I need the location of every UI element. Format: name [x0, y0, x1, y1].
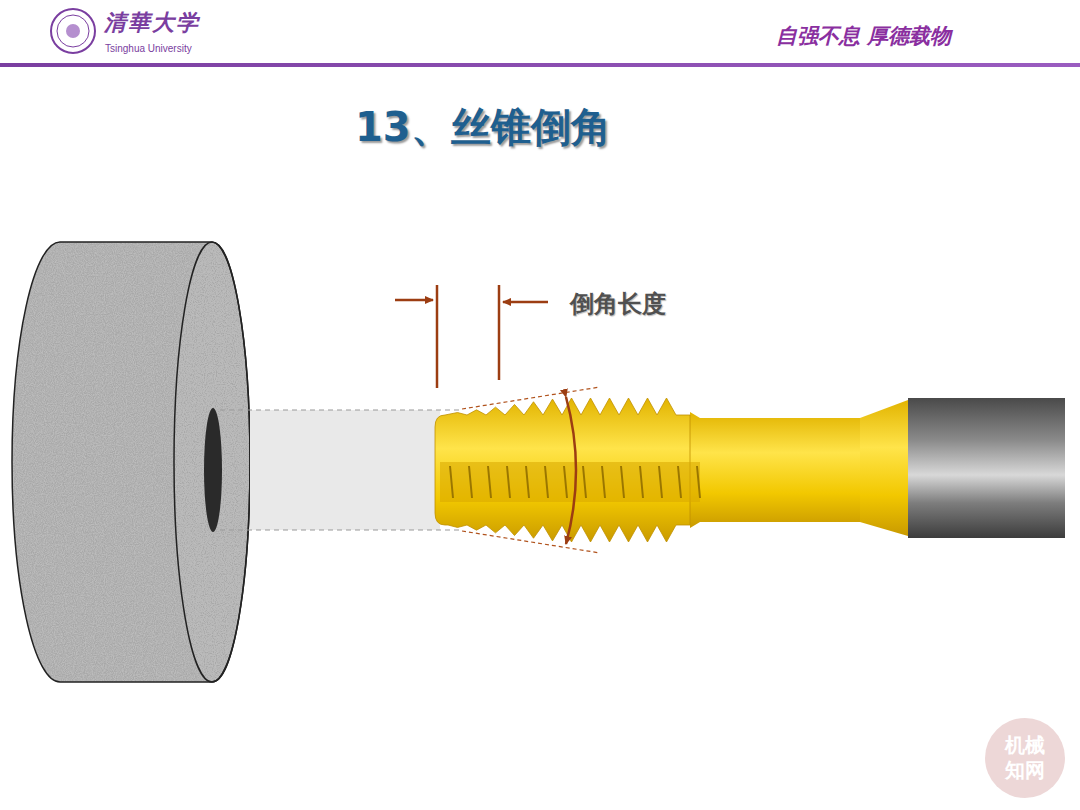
chamfer-line	[462, 531, 600, 553]
chamfer-length-dimension	[395, 285, 548, 388]
flute-edge	[488, 466, 491, 498]
header-rule	[0, 63, 1080, 67]
slide-title: 13、丝锥倒角	[355, 104, 611, 150]
university-name-en: Tsinghua University	[105, 38, 192, 56]
tap-flute	[440, 462, 700, 502]
flute-edge	[621, 466, 624, 498]
watermark: 机械 知网	[995, 733, 1055, 783]
motto: 自强不息 厚德载物	[776, 22, 951, 50]
flute-edge	[507, 466, 510, 498]
flute-edge	[526, 466, 529, 498]
university-seal	[51, 9, 95, 53]
flute-edge	[602, 466, 605, 498]
university-name: 清華大学	[104, 8, 200, 38]
flute-edge	[659, 466, 662, 498]
slide-title: 13、丝锥倒角	[355, 100, 611, 155]
dimension-label: 倒角长度	[570, 290, 666, 318]
flute-edge	[545, 466, 548, 498]
university-name: 清華大学	[104, 9, 200, 35]
watermark: 机械 知网	[995, 733, 1055, 783]
flute-edge	[678, 466, 681, 498]
projection-band	[220, 410, 460, 530]
chamfer-line	[462, 387, 600, 409]
grinding-wheel	[12, 242, 250, 682]
tap	[435, 398, 1065, 542]
flute-edge	[583, 466, 586, 498]
university-name-en: Tsinghua University	[105, 43, 192, 54]
dimension-label: 倒角长度	[570, 288, 666, 320]
flute-edge	[640, 466, 643, 498]
flute-edge	[697, 466, 700, 498]
flute-edge	[469, 466, 472, 498]
motto: 自强不息 厚德载物	[776, 24, 951, 48]
chamfer-angle-arrow	[566, 397, 576, 544]
watermark-badge	[985, 718, 1065, 798]
flute-edge	[450, 466, 453, 498]
flute-edge	[564, 466, 567, 498]
